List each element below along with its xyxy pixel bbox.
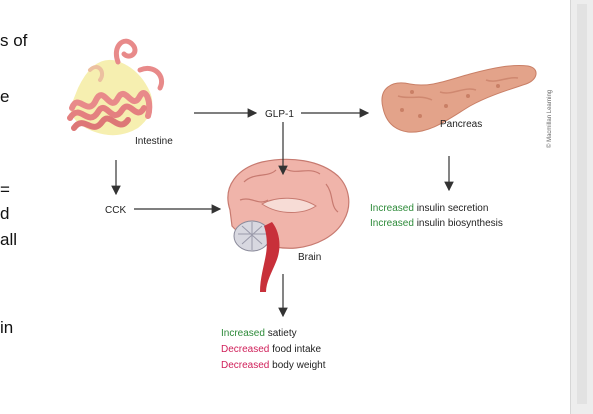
pancreas-effect-2-qualifier: Increased (370, 218, 414, 229)
glp1-label: GLP-1 (265, 109, 294, 120)
brain-effect-1: Increased satiety (221, 328, 297, 339)
brain-effect-1-qualifier: Increased (221, 328, 265, 339)
pancreas-effect-1-qualifier: Increased (370, 203, 414, 214)
pancreas-effect-1-text: insulin secretion (417, 203, 489, 214)
brain-effect-1-text: satiety (268, 328, 297, 339)
brain-effect-2: Decreased food intake (221, 344, 322, 355)
pancreas-effect-1: Increased insulin secretion (370, 203, 488, 214)
intestine-illustration (67, 38, 164, 136)
slide-text-fragment-1: s of (0, 31, 28, 50)
brain-effect-2-text: food intake (272, 344, 321, 355)
brain-illustration (227, 158, 350, 292)
slide-text-fragment-4: d (0, 204, 10, 223)
brain-label: Brain (298, 252, 321, 263)
pancreas-illustration (381, 65, 537, 133)
cck-label: CCK (105, 205, 126, 216)
slide-text-fragment-2: e (0, 87, 10, 106)
pancreas-label: Pancreas (440, 119, 482, 130)
gut-hormone-diagram: Intestine Pancreas Brain GLP-1 CCK Incre… (67, 38, 553, 371)
scrollbar-track[interactable] (577, 4, 587, 404)
slide-text-fragment-3: = (0, 180, 10, 199)
brain-effect-3: Decreased body weight (221, 360, 326, 371)
brain-effect-3-qualifier: Decreased (221, 360, 269, 371)
pancreas-effect-2-text: insulin biosynthesis (417, 218, 503, 229)
pancreas-effect-2: Increased insulin biosynthesis (370, 218, 503, 229)
intestine-label: Intestine (135, 136, 173, 147)
brain-effect-3-text: body weight (272, 360, 326, 371)
copyright-credit: © Macmillan Learning (546, 90, 553, 148)
slide-text-fragment-6: in (0, 318, 14, 337)
slide-text-fragment-5: all (0, 230, 18, 249)
brain-effect-2-qualifier: Decreased (221, 344, 269, 355)
scrollbar[interactable] (570, 0, 593, 414)
